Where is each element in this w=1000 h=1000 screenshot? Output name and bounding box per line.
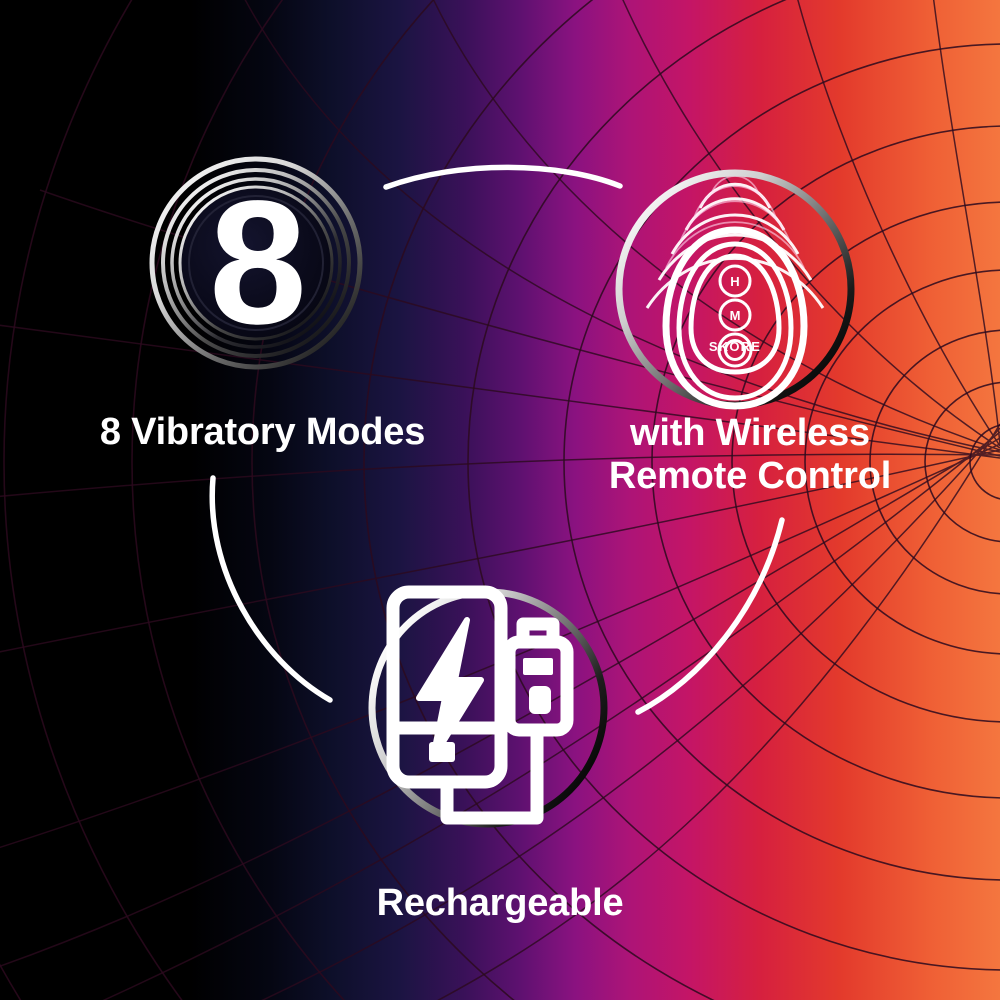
concentric-rings-icon [149, 156, 363, 370]
badge-number-8: 8 [209, 165, 307, 361]
feature-label-vibratory-modes: 8 Vibratory Modes [99, 411, 426, 453]
badge-vibratory-modes[interactable]: 8 [148, 155, 364, 371]
usb-inner-icon [529, 686, 551, 714]
indicator-light-icon [429, 742, 455, 762]
remote-button-m-label: M [730, 308, 741, 323]
usb-contacts-icon [523, 658, 553, 675]
feature-label-rechargeable: Rechargeable [376, 882, 624, 924]
usb-charging-battery-icon [368, 585, 608, 828]
badge-wireless-remote[interactable]: H M SKORE [614, 168, 856, 410]
remote-brand-logo: SKORE [708, 339, 762, 354]
badge-rechargeable[interactable] [363, 580, 613, 830]
feature-label-wireless-remote: with Wireless Remote Control [608, 412, 892, 497]
wireless-remote-icon: H M [615, 169, 855, 410]
remote-button-h-label: H [730, 274, 739, 289]
lightning-bolt-icon [416, 617, 484, 761]
